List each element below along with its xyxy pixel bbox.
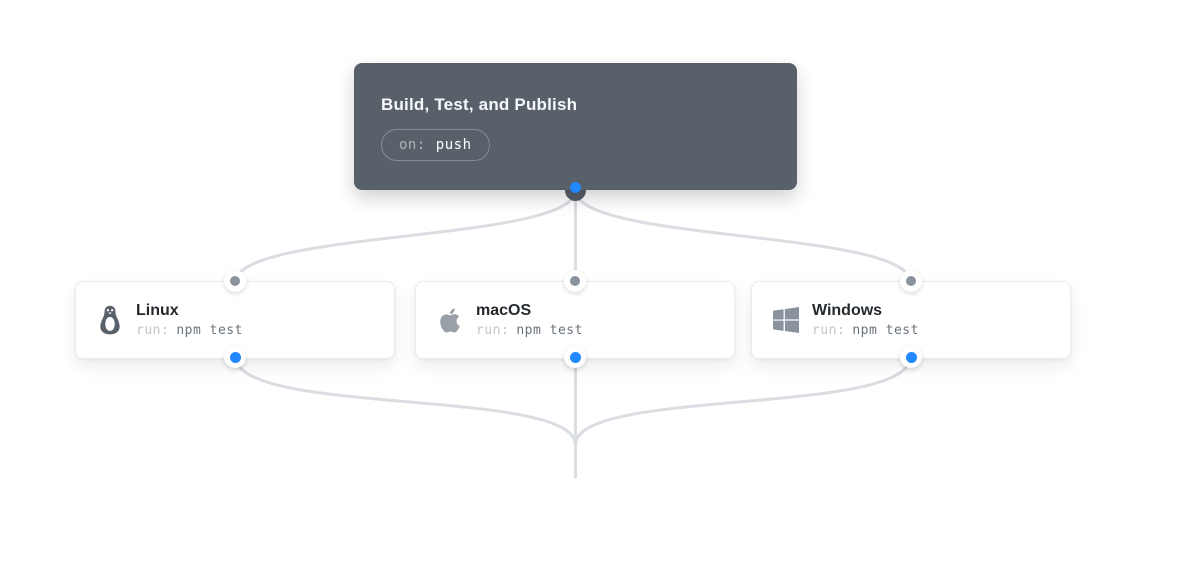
trigger-node[interactable]: Build, Test, and Publish on: push bbox=[354, 63, 797, 190]
wire-linux-out bbox=[233, 354, 577, 447]
input-port-macos bbox=[564, 270, 586, 292]
job-name: Linux bbox=[136, 302, 179, 319]
job-run-line: run: npm test bbox=[476, 323, 583, 338]
output-port-windows bbox=[900, 346, 922, 368]
run-command: npm test bbox=[852, 323, 919, 338]
run-label: run: bbox=[136, 323, 170, 338]
windows-icon bbox=[772, 307, 800, 333]
job-name: Windows bbox=[812, 302, 883, 319]
linux-tux-icon bbox=[96, 305, 124, 335]
output-port-macos bbox=[564, 346, 586, 368]
input-port-linux bbox=[224, 270, 246, 292]
wire-windows-out bbox=[574, 354, 913, 447]
run-label: run: bbox=[476, 323, 510, 338]
job-card-linux[interactable]: Linux run: npm test bbox=[75, 281, 395, 359]
trigger-output-port bbox=[570, 182, 581, 193]
job-run-line: run: npm test bbox=[136, 323, 243, 338]
port-dot bbox=[230, 276, 240, 286]
run-command: npm test bbox=[516, 323, 583, 338]
port-dot bbox=[569, 351, 581, 363]
trigger-event-value: push bbox=[435, 137, 472, 153]
trigger-event-label: on: bbox=[399, 137, 426, 153]
port-dot bbox=[906, 276, 916, 286]
job-text: Linux run: npm test bbox=[136, 302, 243, 338]
job-run-line: run: npm test bbox=[812, 323, 919, 338]
job-text: macOS run: npm test bbox=[476, 302, 583, 338]
job-text: Windows run: npm test bbox=[812, 302, 919, 338]
apple-icon bbox=[436, 307, 464, 334]
input-port-windows bbox=[900, 270, 922, 292]
port-dot bbox=[905, 351, 917, 363]
trigger-event-badge: on: push bbox=[381, 129, 490, 161]
wire-trigger-to-windows bbox=[574, 188, 913, 285]
port-dot bbox=[229, 351, 241, 363]
output-port-linux bbox=[224, 346, 246, 368]
wire-trigger-to-linux bbox=[233, 188, 577, 285]
run-command: npm test bbox=[176, 323, 243, 338]
job-name: macOS bbox=[476, 302, 532, 319]
port-dot bbox=[570, 276, 580, 286]
workflow-title: Build, Test, and Publish bbox=[381, 95, 578, 114]
run-label: run: bbox=[812, 323, 846, 338]
